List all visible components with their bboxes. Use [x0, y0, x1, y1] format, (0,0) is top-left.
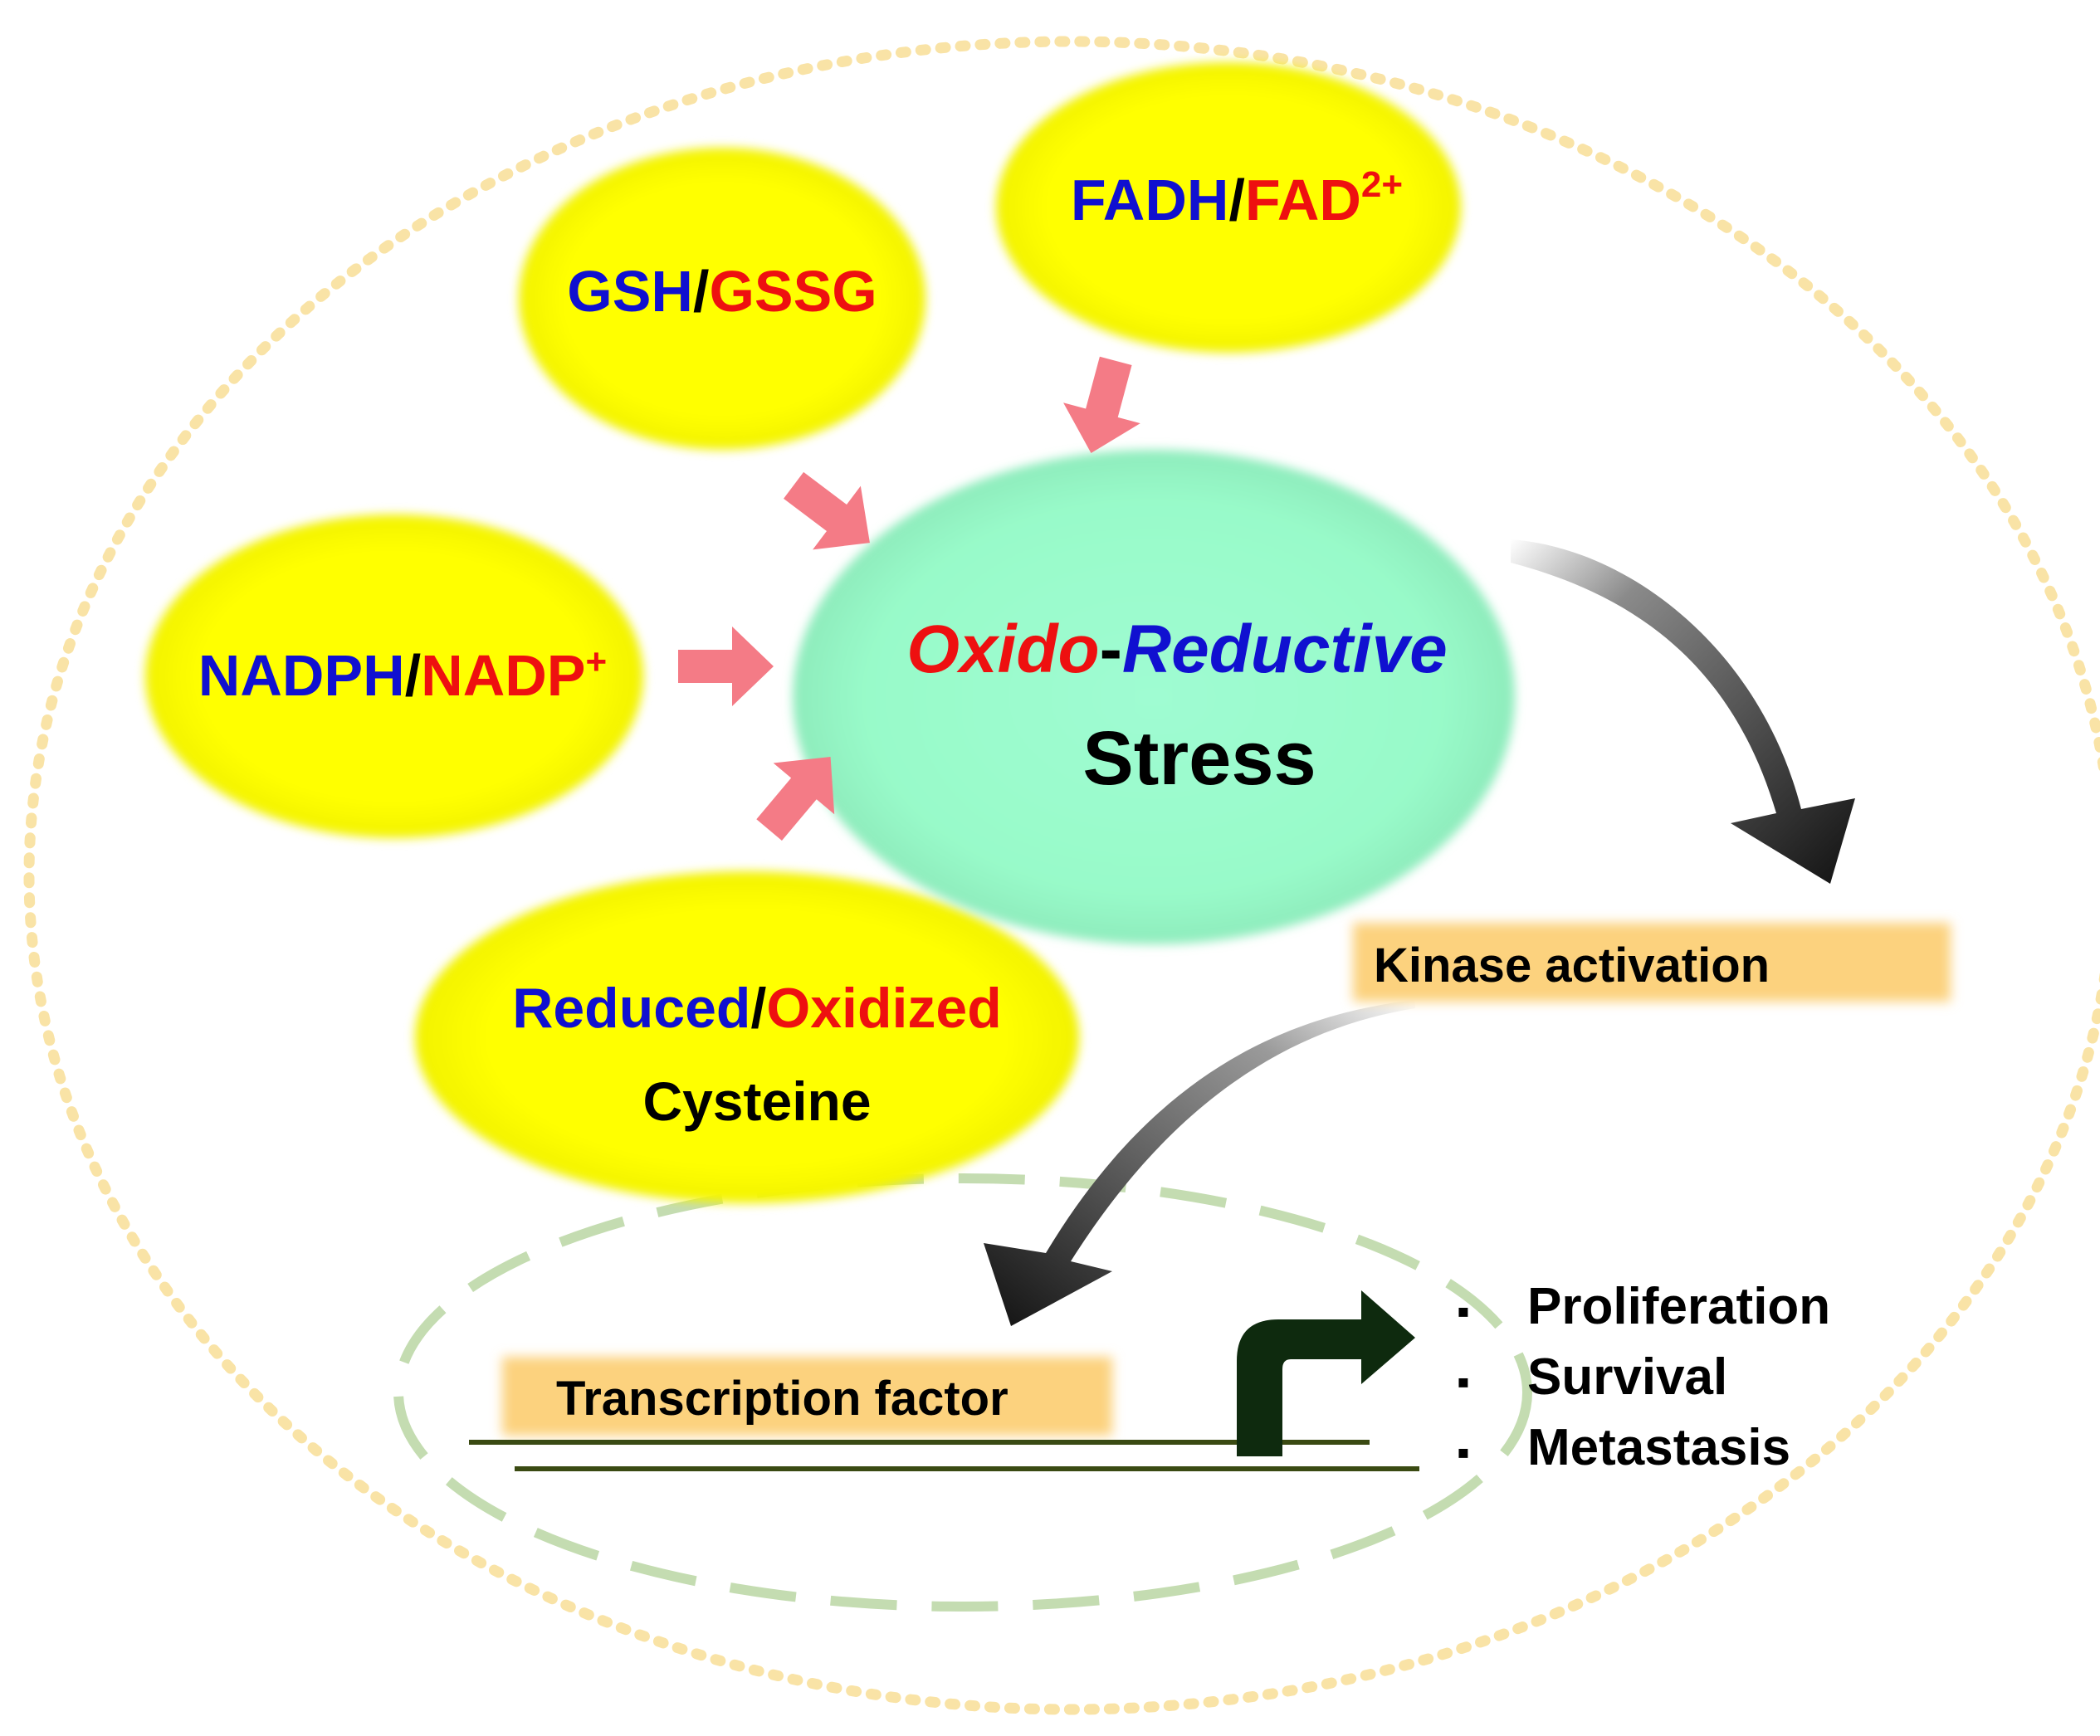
cysteine-pair-label: Reduced/Oxidized: [512, 977, 1001, 1040]
pink-arrow-from-nadph: [678, 627, 774, 706]
list-item-metastasis: Metastasis: [1527, 1419, 1790, 1476]
kinase-activation-label: Kinase activation: [1374, 939, 1770, 992]
arrow-stress-to-kinase: [1511, 539, 1855, 884]
list-item-survival: Survival: [1527, 1348, 1727, 1406]
transcription-highlight: [502, 1357, 1112, 1436]
cell-membrane: [23, 36, 2100, 1715]
stress-title: Oxido-Reductive: [906, 612, 1448, 687]
gsh-gssg-label: GSH/GSSG: [567, 259, 877, 324]
list-item-proliferation: Proliferation: [1527, 1278, 1830, 1335]
fadh-fad-label: FADH/FAD2+: [1071, 164, 1403, 232]
outcomes-list: ▪ Proliferation ▪ Survival ▪ Metastasis: [1457, 1278, 1830, 1476]
oxido-reductive-stress-bubble: [793, 450, 1515, 944]
stress-label: Stress: [1082, 716, 1316, 801]
pink-arrow-from-gsh: [784, 471, 870, 550]
cysteine-bubble: [415, 871, 1079, 1203]
nadph-nadp-label: NADPH/NADP+: [198, 641, 607, 708]
bullet-icon: ▪: [1457, 1432, 1470, 1473]
pink-arrow-from-cysteine: [756, 757, 835, 841]
pink-arrow-from-fadh: [1063, 356, 1140, 453]
nucleus-boundary: [393, 1173, 1532, 1612]
bullet-icon: ▪: [1457, 1362, 1470, 1402]
gsh-gssg-bubble: [519, 148, 925, 450]
fadh-fad-bubble: [996, 62, 1461, 353]
promoter-arrow-icon: [1237, 1290, 1415, 1456]
transcription-factor-label: Transcription factor: [556, 1372, 1008, 1426]
bullet-icon: ▪: [1457, 1291, 1470, 1332]
arrow-kinase-to-transcription: [984, 1000, 1415, 1326]
nadph-nadp-bubble: [145, 514, 643, 838]
cysteine-label: Cysteine: [642, 1070, 871, 1132]
kinase-highlight: [1353, 923, 1951, 1002]
